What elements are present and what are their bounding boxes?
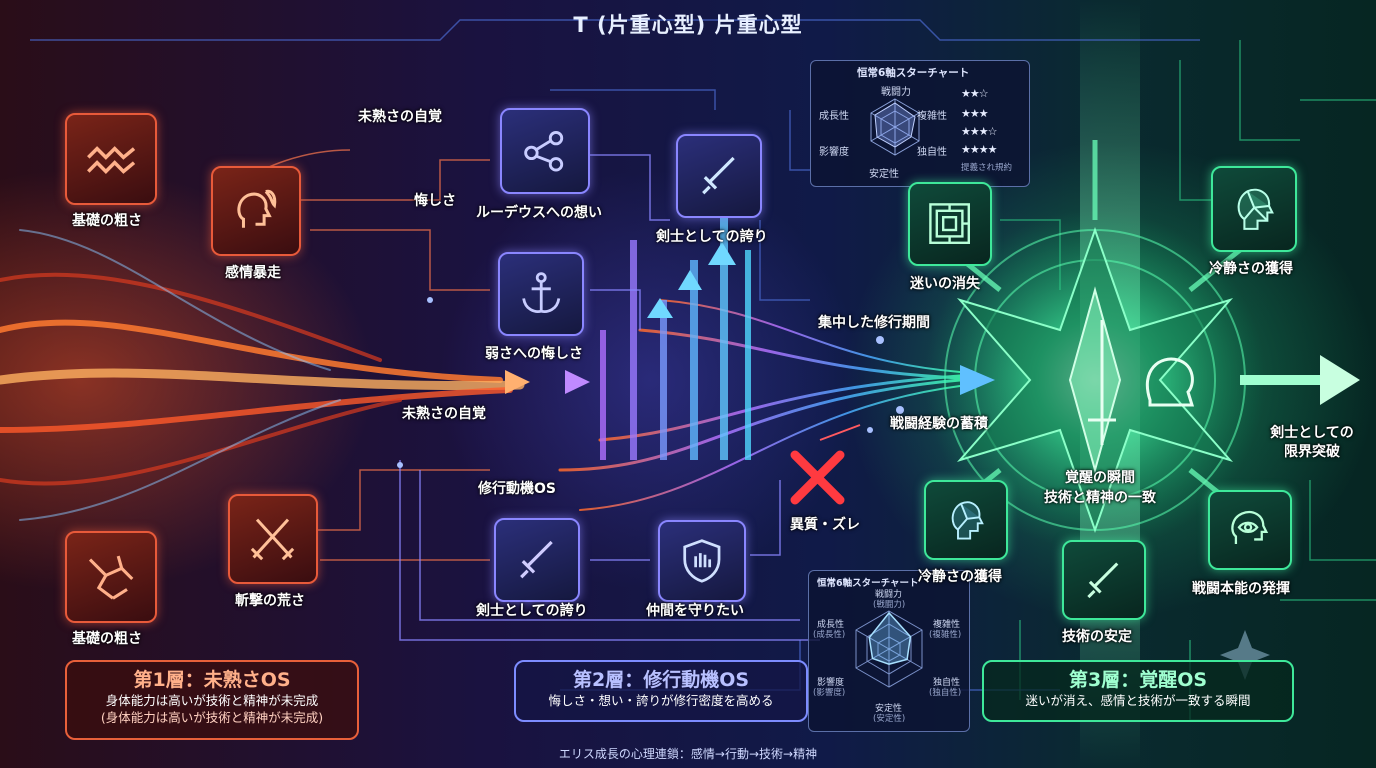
shield-hand-icon: [683, 539, 721, 583]
breakthrough-text: 剣士としての 限界突破: [1270, 425, 1354, 460]
radar-panel-top-title: 恒常6軸スターチャート: [857, 67, 970, 79]
radar-top-axis-combat: 戦闘力: [881, 87, 911, 98]
technique-spirit-unity-label: 技術と精神の一致: [1044, 490, 1156, 506]
node-swordsman-pride-bottom: [494, 518, 580, 602]
node-basic-roughness-top: [65, 113, 157, 205]
node-composure-gain-top-label: 冷静さの獲得: [1209, 261, 1293, 277]
node-disappearance-of-hesitation: [908, 182, 992, 266]
share-network-icon: [524, 130, 564, 172]
sword-icon: [1087, 562, 1119, 598]
radar-top-stars-3: ★★★☆: [961, 125, 997, 138]
radar-bottom-axis-growth: 成長性: [817, 620, 845, 630]
sword-icon: [701, 157, 735, 195]
node-slash-roughness: [228, 494, 318, 584]
node-protect-friends-label: 仲間を守りたい: [646, 603, 744, 619]
layer-1-line2: (身体能力は高いが技術と精神が未完成): [100, 710, 324, 725]
layer-1-box: 第1層：未熟さOS 身体能力は高いが技術と精神が未完成 (身体能力は高いが技術と…: [65, 660, 359, 740]
node-slash-roughness-label: 斬撃の荒さ: [235, 593, 305, 609]
node-feelings-for-rudeus: [500, 108, 590, 194]
radar-top-axis-uniqueness: 独自性: [917, 147, 947, 158]
node-composure-gain-bottom-label: 冷静さの獲得: [918, 569, 1002, 585]
layer-1-line1: 身体能力は高いが技術と精神が未完成: [105, 693, 319, 708]
layer-1-heading: 第1層：未熟さOS: [133, 669, 291, 691]
radar-bottom-axis-influence: 影響度: [817, 678, 845, 688]
crystal-face-icon: [952, 501, 985, 540]
radar-top-stars-1: ★★☆: [961, 87, 989, 100]
radar-bottom-axis-uniqueness: 独自性: [933, 678, 961, 688]
flow-label-frustration: 悔しさ: [414, 193, 456, 209]
radar-bottom-axis-stability: 安定性: [875, 704, 903, 714]
node-basic-roughness-bottom-label: 基礎の粗さ: [72, 631, 142, 647]
sword-icon: [519, 541, 553, 579]
layer-2-line1: 悔しさ・想い・誇りが修行密度を高める: [548, 693, 774, 708]
node-emotion-runaway-label: 感情暴走: [225, 265, 281, 281]
node-composure-gain-top: [1211, 166, 1297, 252]
flow-label-battle-experience: 戦闘経験の蓄積: [890, 416, 988, 432]
radar-chart-top: [870, 98, 920, 156]
eye-brain-icon: [1231, 510, 1269, 544]
layer-3-box: 第3層：覚醒OS 迷いが消え、感情と技術が一致する瞬間: [982, 660, 1294, 722]
crystal-head-icon: [1237, 188, 1274, 230]
radar-chart-bottom: [855, 610, 923, 688]
flow-label-immaturity-awareness-top: 未熟さの自覚: [358, 109, 442, 125]
footer-caption: エリス成長の心理連鎖：感情→行動→技術→精神: [558, 747, 818, 761]
radar-bottom-sub-growth: (成長性): [813, 630, 846, 640]
radar-bottom-axis-complexity: 複雑性: [933, 620, 961, 630]
node-composure-gain-bottom: [924, 480, 1008, 560]
node-protect-friends: [658, 520, 746, 602]
radar-bottom-sub-stability: (安定性): [873, 714, 906, 724]
layer-2-box: 第2層：修行動機OS 悔しさ・想い・誇りが修行密度を高める: [514, 660, 808, 722]
node-battle-instinct-label: 戦闘本能の発揮: [1192, 581, 1290, 597]
node-battle-instinct: [1208, 490, 1292, 570]
radar-top-axis-influence: 影響度: [819, 147, 849, 158]
node-disappearance-of-hesitation-label: 迷いの消失: [910, 276, 980, 292]
radar-top-axis-complexity: 複雑性: [917, 111, 947, 122]
fiery-head-icon: [237, 190, 277, 229]
radar-bottom-sub-uniqueness: (独自性): [929, 688, 962, 698]
breakthrough-label: 剣士としての 限界突破: [1262, 424, 1362, 462]
cracked-zigzag-icon: [86, 145, 136, 174]
maze-icon: [929, 203, 971, 245]
flow-label-anomaly: 異質・ズレ: [790, 517, 860, 533]
layer-3-heading: 第3層：覚醒OS: [1068, 669, 1208, 691]
node-frustration-at-weakness-label: 弱さへの悔しさ: [485, 346, 583, 362]
flow-label-immaturity-awareness-mid: 未熟さの自覚: [402, 406, 486, 422]
node-frustration-at-weakness: [498, 252, 584, 336]
radar-bottom-sub-influence: (影響度): [813, 688, 846, 698]
node-swordsman-pride-top: [676, 134, 762, 218]
node-swordsman-pride-top-label: 剣士としての誇り: [656, 229, 768, 245]
radar-top-axis-growth: 成長性: [819, 111, 849, 122]
node-technique-stability: [1062, 540, 1146, 620]
radar-top-stars-2: ★★★: [961, 107, 989, 120]
node-basic-roughness-bottom: [65, 531, 157, 623]
radar-bottom-shape: [868, 611, 912, 665]
radar-panel-bottom: 恒常6軸スターチャート 戦闘力 (戦闘力) 複雑性 (複雑性) 独自性 (独自性…: [808, 570, 970, 732]
page-title: T (片重心型) 片重心型: [573, 13, 803, 37]
flow-label-training-motivation-os: 修行動機OS: [478, 481, 556, 497]
radar-panel-top: 恒常6軸スターチャート 戦闘力 複雑性 独自性 安定性 影響度 成長性 ★★☆ …: [810, 60, 1030, 187]
crossed-swords-icon: [251, 519, 295, 561]
anchor-icon: [522, 272, 560, 314]
layer-3-line1: 迷いが消え、感情と技術が一致する瞬間: [1025, 693, 1251, 708]
cracked-ground-icon: [88, 555, 134, 600]
awakening-moment-label: 覚醒の瞬間: [1065, 470, 1135, 486]
radar-bottom-axis-combat: 戦闘力: [875, 590, 903, 600]
radar-bottom-sub-combat: (戦闘力): [873, 600, 906, 610]
radar-top-axis-stability: 安定性: [869, 169, 899, 180]
node-feelings-for-rudeus-label: ルーデウスへの想い: [476, 205, 602, 221]
node-swordsman-pride-bottom-label: 剣士としての誇り: [476, 603, 588, 619]
flow-label-focused-training: 集中した修行期間: [818, 315, 930, 331]
node-emotion-runaway: [211, 166, 301, 256]
node-basic-roughness-top-label: 基礎の粗さ: [72, 213, 142, 229]
layer-2-heading: 第2層：修行動機OS: [572, 669, 750, 691]
radar-panel-bottom-title: 恒常6軸スターチャート: [817, 578, 919, 589]
radar-top-note: 提義され規約: [961, 163, 1013, 173]
radar-bottom-sub-complexity: (複雑性): [929, 630, 962, 640]
node-technique-stability-label: 技術の安定: [1062, 629, 1132, 645]
radar-top-stars-4: ★★★★: [961, 143, 997, 156]
